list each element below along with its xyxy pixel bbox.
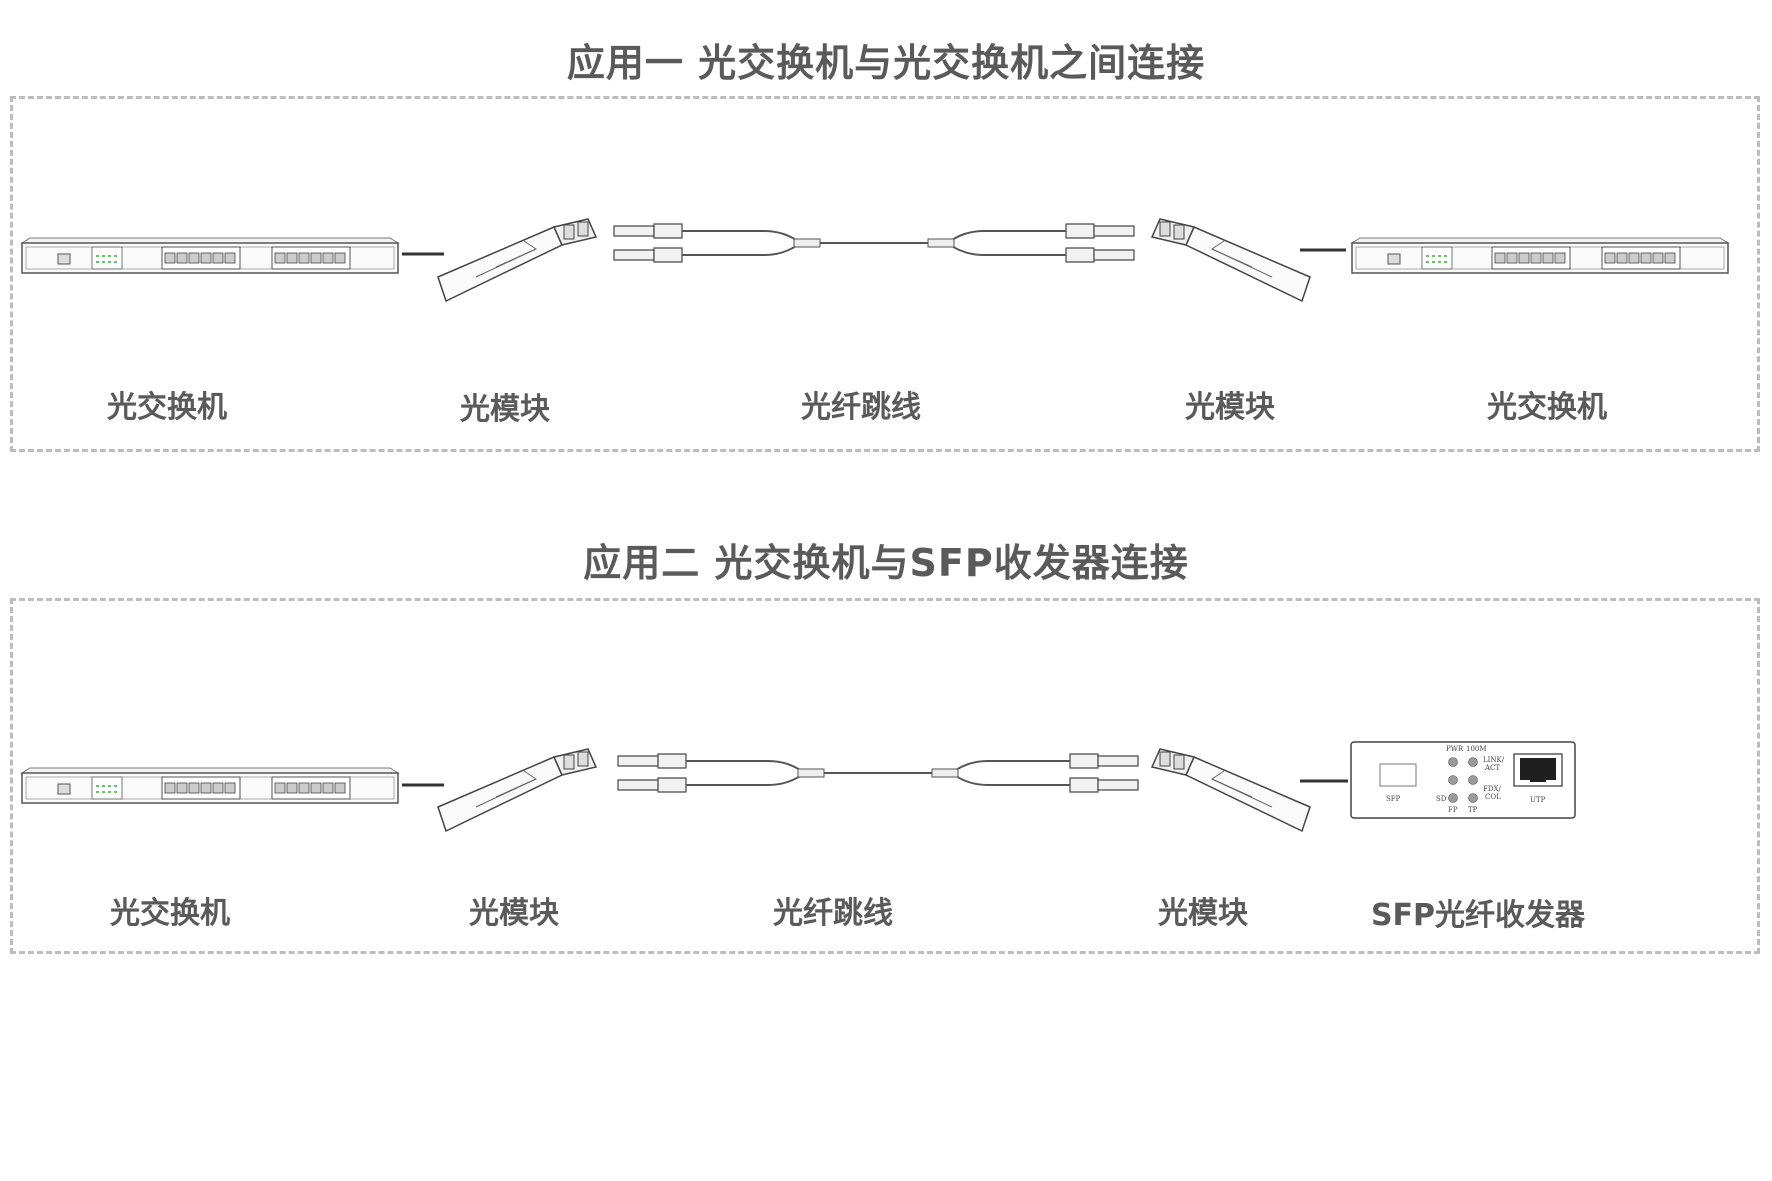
fdx-label: FDX/ [1483,785,1501,793]
label-sfp-module: 光模块 [469,896,559,931]
sd-label: SD [1436,795,1447,803]
sfp-module-icon [1150,218,1311,303]
rj45-port-icon [1520,758,1556,780]
col-label: COL [1485,793,1501,801]
sfp-module-icon [437,748,598,833]
fiber-patch-cord-icon [613,223,1135,263]
optical-switch-icon [20,767,400,804]
label-sfp-transceiver: SFP光纤收发器 [1370,898,1586,933]
link-label: LINK/ [1483,756,1505,764]
app2-title: 应用二 光交换机与SFP收发器连接 [583,541,1189,585]
label-optical-switch: 光交换机 [1487,390,1607,425]
connection-line [402,252,444,256]
link-led-icon [1468,757,1478,767]
connection-line [402,783,444,787]
act-label: ACT [1484,764,1500,772]
label-optical-switch: 光交换机 [110,896,230,931]
app1-panel [10,96,1760,452]
status-led-icon [1468,775,1478,785]
optical-switch-icon [20,237,400,274]
app1-title: 应用一 光交换机与光交换机之间连接 [566,41,1206,85]
app2-panel [10,598,1760,954]
label-sfp-module: 光模块 [1158,896,1248,931]
utp-label: UTP [1530,796,1546,804]
tp-label: TP [1468,806,1478,814]
sfp-module-icon [1150,748,1311,833]
label-sfp-module: 光模块 [460,392,550,427]
status-led-icon [1448,775,1458,785]
label-sfp-module: 光模块 [1185,390,1275,425]
sfp-transceiver-icon: SFP PWR 100M LINK/ ACT FDX/ COL SD FP TP… [1350,741,1576,819]
optical-switch-icon [1350,237,1730,274]
label-fiber-patch-cord: 光纤跳线 [773,896,893,931]
label-optical-switch: 光交换机 [107,390,227,425]
pwr-label: PWR [1446,745,1464,753]
tp-led-icon [1468,793,1478,803]
connection-line [1300,248,1346,252]
fiber-patch-cord-icon [617,753,1139,793]
sfp-port-label: SFP [1386,795,1401,803]
fp-label: FP [1448,806,1458,814]
fp-led-icon [1448,793,1458,803]
connection-line [1300,779,1348,783]
speed-label: 100M [1466,745,1487,753]
label-fiber-patch-cord: 光纤跳线 [801,390,921,425]
pwr-led-icon [1448,757,1458,767]
sfp-module-icon [437,218,598,303]
